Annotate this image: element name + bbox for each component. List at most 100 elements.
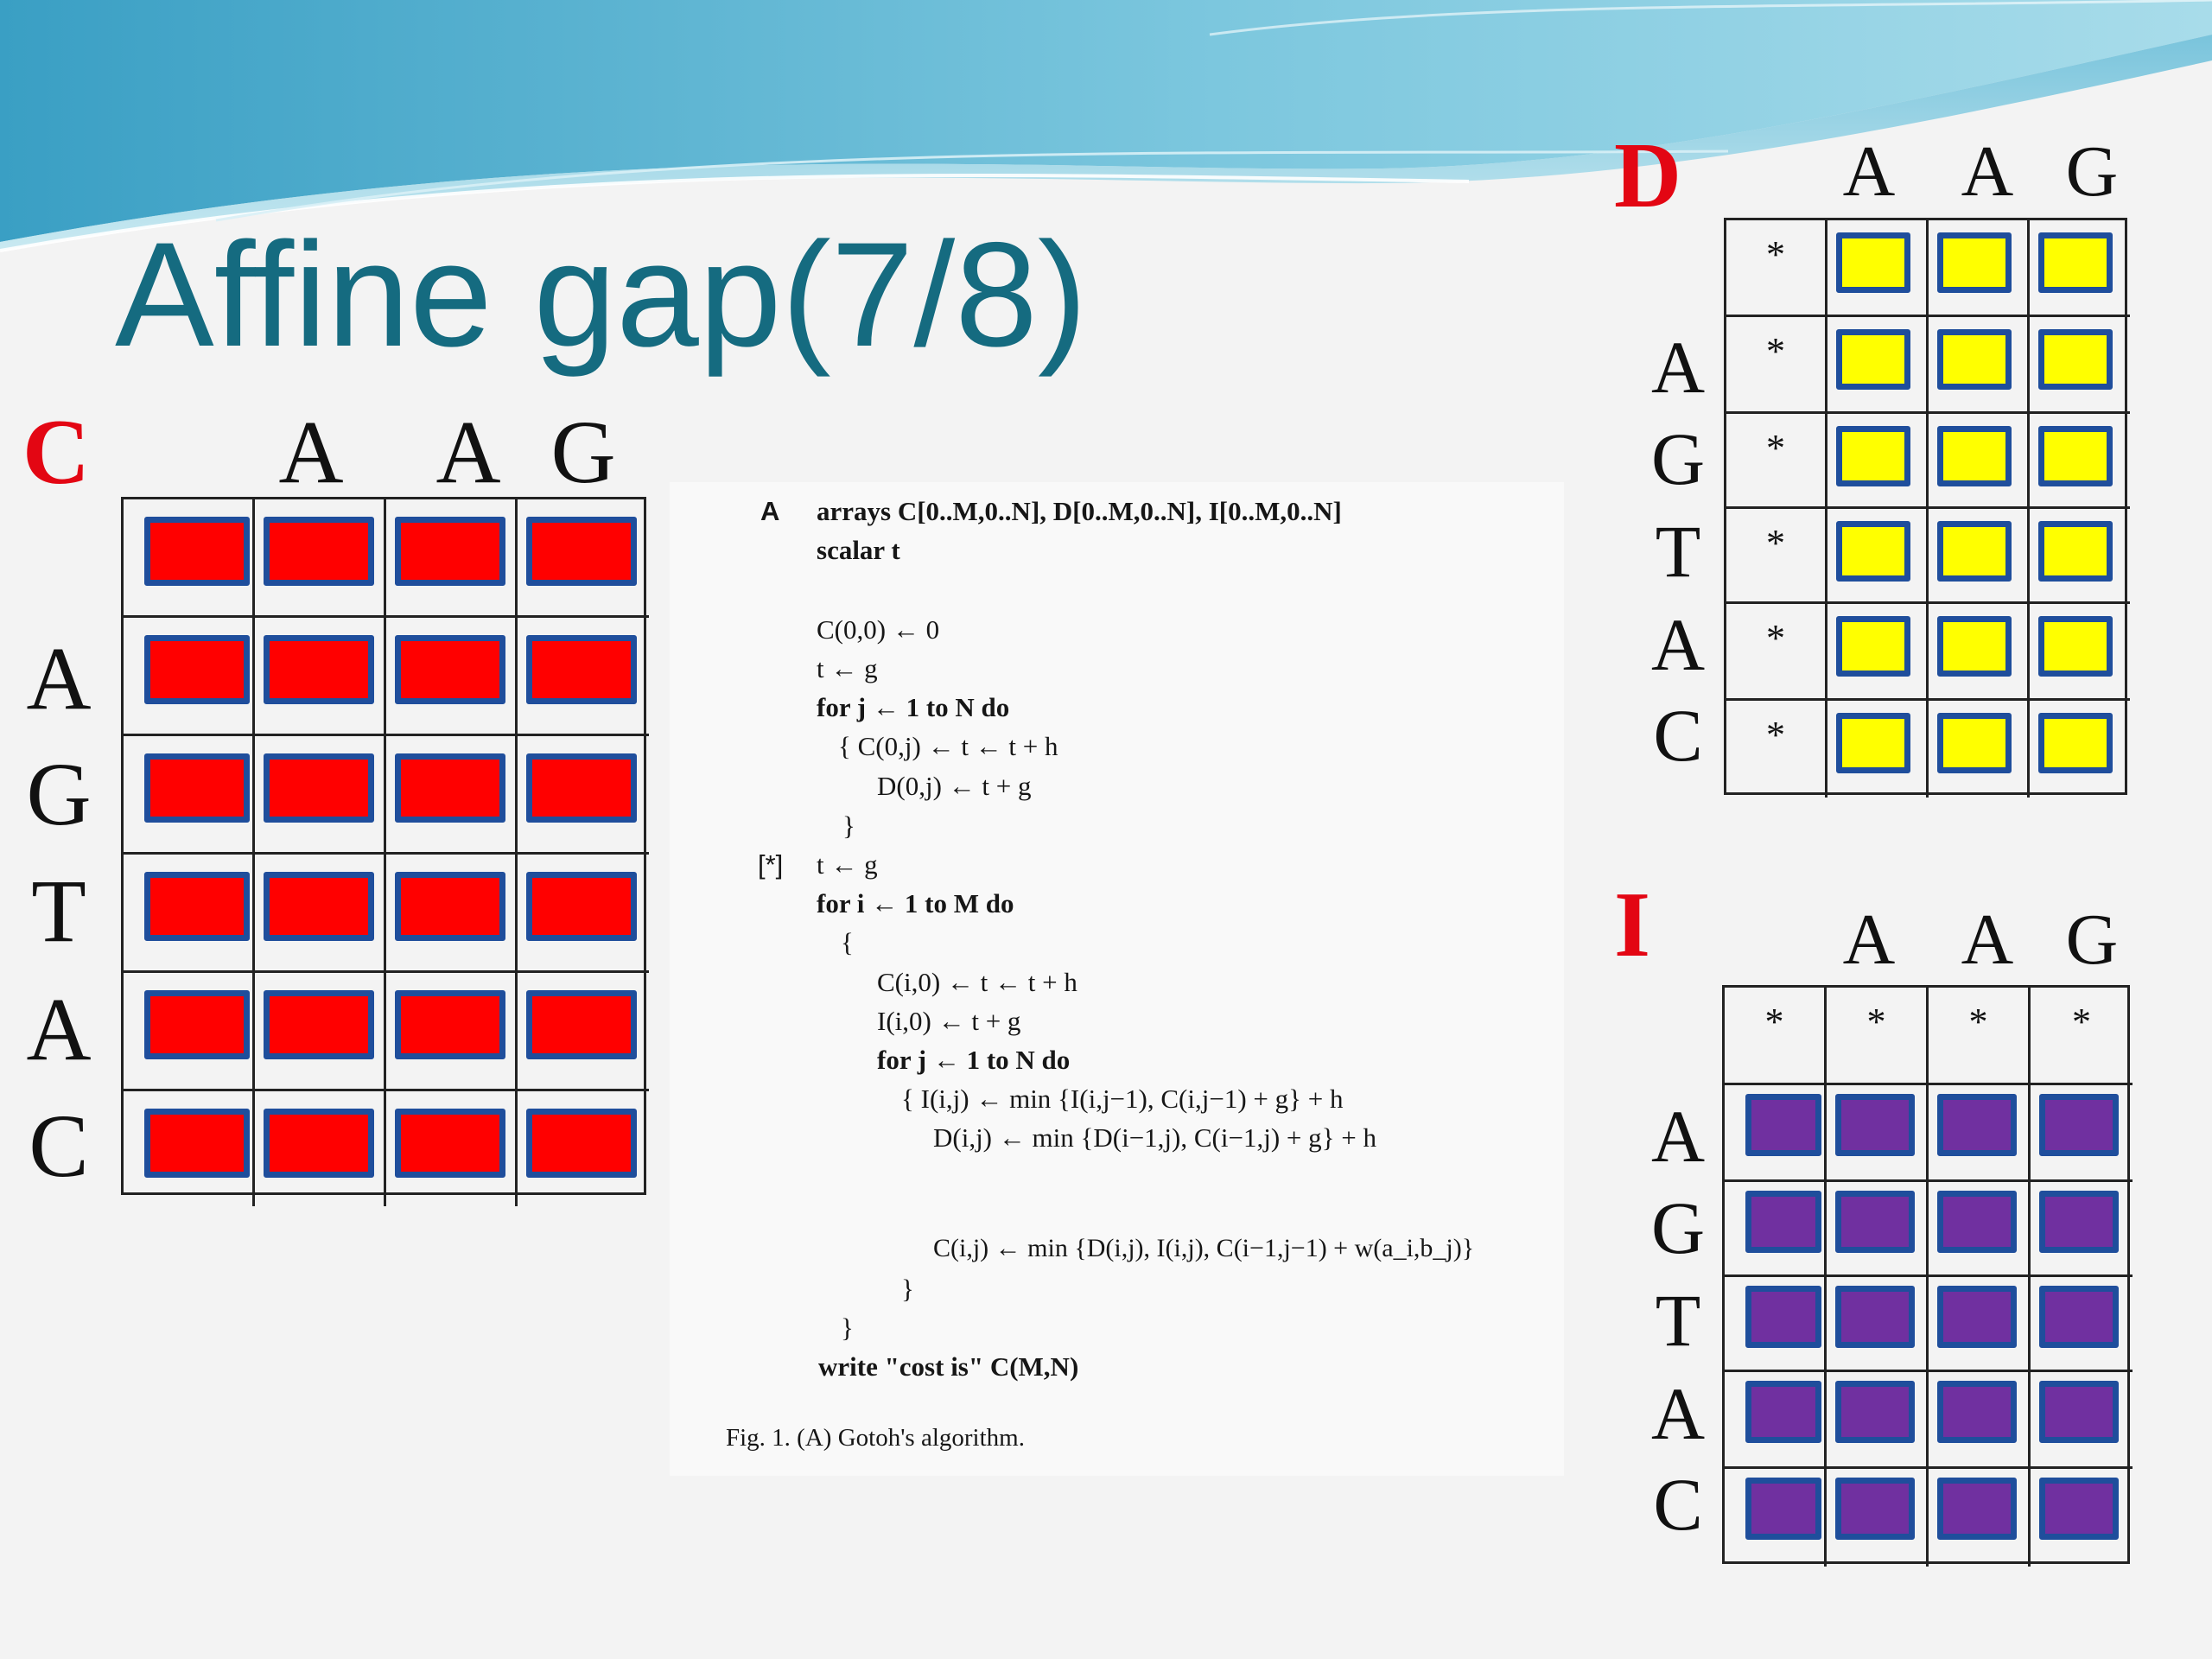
matrix-i-star-marker: *	[2072, 1001, 2091, 1043]
matrix-i-cell	[1827, 1372, 1929, 1469]
matrix-i-cell	[1725, 1182, 1827, 1277]
matrix-d-cell	[1929, 414, 2030, 509]
matrix-i-cell	[2031, 1277, 2133, 1372]
matrix-c-grid	[121, 497, 649, 1206]
matrix-c-cell	[255, 855, 386, 973]
matrix-i-filled-cell	[1835, 1094, 1915, 1156]
algorithm-line: D(i,j) ← min {D(i−1,j), C(i−1,j) + g} + …	[933, 1122, 1376, 1153]
matrix-d-cell	[1827, 604, 1929, 701]
matrix-i-cell	[2031, 1372, 2133, 1469]
matrix-i-filled-cell	[2039, 1478, 2119, 1540]
matrix-i-filled-cell	[1745, 1286, 1821, 1348]
matrix-c-filled-cell	[144, 753, 250, 823]
matrix-i-cell	[1725, 1085, 1827, 1182]
matrix-d-cell: *	[1726, 317, 1827, 414]
matrix-d-cell	[1827, 701, 1929, 798]
matrix-d-col-header: A	[1961, 131, 2014, 212]
matrix-i-col-header: A	[1961, 899, 2014, 980]
matrix-d-cell: *	[1726, 414, 1827, 509]
matrix-c-filled-cell	[144, 635, 250, 704]
matrix-i-cell	[1725, 1372, 1827, 1469]
algorithm-tag: A	[760, 496, 780, 526]
algorithm-line: }	[841, 1313, 854, 1343]
matrix-i-filled-cell	[2039, 1094, 2119, 1156]
matrix-i-star-marker: *	[1764, 1001, 1784, 1043]
matrix-c-filled-cell	[395, 872, 505, 941]
algorithm-line: t ← g	[817, 653, 878, 683]
algorithm-line: { I(i,j) ← min {I(i,j−1), C(i,j−1) + g} …	[901, 1084, 1344, 1114]
matrix-d-label: D	[1614, 124, 1681, 227]
matrix-i-row-header: G	[1650, 1186, 1706, 1269]
matrix-d-filled-cell	[1836, 329, 1910, 390]
matrix-d-filled-cell	[1937, 426, 2012, 486]
matrix-c-filled-cell	[264, 1109, 374, 1178]
matrix-i-filled-cell	[2039, 1191, 2119, 1253]
matrix-i-row-header: C	[1653, 1463, 1703, 1546]
algorithm-line: arrays C[0..M,0..N], D[0..M,0..N], I[0..…	[817, 496, 1342, 526]
matrix-i-cell: *	[2031, 988, 2133, 1085]
matrix-d-filled-cell	[2038, 713, 2113, 773]
matrix-d-filled-cell	[2038, 616, 2113, 677]
algorithm-line: {	[841, 927, 854, 957]
matrix-c-filled-cell	[264, 517, 374, 586]
matrix-c-filled-cell	[526, 635, 637, 704]
matrix-d-filled-cell	[1937, 329, 2012, 390]
matrix-d-filled-cell	[1836, 232, 1910, 293]
matrix-d-cell	[2030, 701, 2130, 798]
matrix-c-cell	[124, 618, 255, 736]
matrix-d-filled-cell	[1836, 713, 1910, 773]
matrix-d-row-header: A	[1650, 326, 1706, 409]
matrix-d-col-header: G	[2065, 131, 2119, 212]
matrix-d-cell	[1827, 220, 1929, 317]
matrix-c-cell	[386, 499, 518, 618]
matrix-i-cell	[1725, 1469, 1827, 1567]
matrix-i-cell	[2031, 1085, 2133, 1182]
matrix-c-filled-cell	[526, 1109, 637, 1178]
matrix-c-filled-cell	[526, 753, 637, 823]
matrix-i-cell	[1725, 1277, 1827, 1372]
matrix-c-filled-cell	[395, 990, 505, 1059]
matrix-c-cell	[255, 973, 386, 1091]
matrix-c-filled-cell	[144, 872, 250, 941]
algorithm-line: C(i,0) ← t ← t + h	[877, 967, 1077, 997]
matrix-i-star-marker: *	[1968, 1001, 1988, 1043]
matrix-d-filled-cell	[2038, 232, 2113, 293]
matrix-c-cell	[386, 855, 518, 973]
matrix-d-col-header: A	[1842, 131, 1896, 212]
matrix-i-filled-cell	[1835, 1381, 1915, 1443]
matrix-c-cell	[255, 618, 386, 736]
algorithm-line: C(0,0) ← 0	[817, 614, 940, 645]
matrix-c-filled-cell	[144, 990, 250, 1059]
matrix-d-filled-cell	[1836, 521, 1910, 582]
matrix-d-cell	[1827, 509, 1929, 604]
matrix-d-cell	[1929, 604, 2030, 701]
matrix-d-cell: *	[1726, 701, 1827, 798]
wave-decoration	[0, 0, 2212, 252]
algorithm-line: C(i,j) ← min {D(i,j), I(i,j), C(i−1,j−1)…	[933, 1234, 1475, 1262]
matrix-c-cell	[518, 973, 649, 1091]
matrix-c-cell	[386, 618, 518, 736]
matrix-i-filled-cell	[1745, 1094, 1821, 1156]
matrix-c-row-header: C	[29, 1096, 89, 1196]
matrix-c-filled-cell	[144, 1109, 250, 1178]
algorithm-line: for j ← 1 to N do	[877, 1045, 1071, 1075]
matrix-i-filled-cell	[1745, 1381, 1821, 1443]
matrix-c-cell	[124, 855, 255, 973]
algorithm-line: }	[901, 1274, 914, 1304]
matrix-i-cell: *	[1725, 988, 1827, 1085]
matrix-c-label: C	[22, 401, 90, 504]
algorithm-line: I(i,0) ← t + g	[877, 1006, 1021, 1036]
matrix-i-label: I	[1614, 874, 1651, 976]
matrix-c-cell	[518, 1091, 649, 1206]
matrix-c-col-header: G	[550, 403, 616, 502]
matrix-d-filled-cell	[2038, 329, 2113, 390]
matrix-c-filled-cell	[395, 517, 505, 586]
matrix-i-cell	[1827, 1085, 1929, 1182]
matrix-c-filled-cell	[264, 635, 374, 704]
matrix-c-cell	[124, 973, 255, 1091]
matrix-i-cell	[1929, 1085, 2031, 1182]
matrix-d-filled-cell	[1937, 521, 2012, 582]
matrix-i-row-header: A	[1650, 1095, 1706, 1178]
matrix-i-col-header: A	[1842, 899, 1896, 980]
matrix-d-filled-cell	[1937, 232, 2012, 293]
